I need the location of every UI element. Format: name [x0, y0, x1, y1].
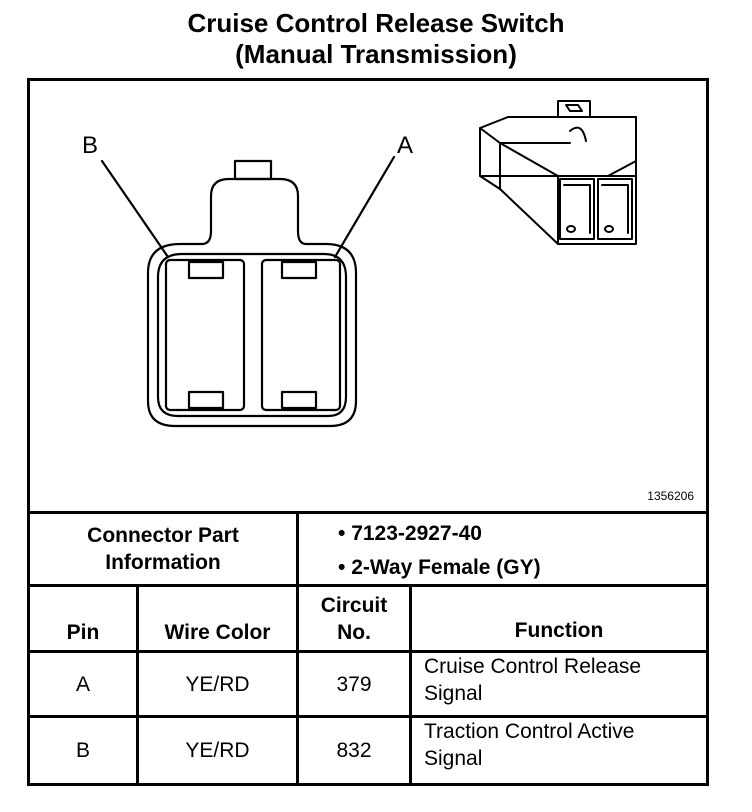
locking-tab — [233, 159, 273, 181]
row-b-pin: B — [75, 739, 90, 762]
connector-info-label-line-2: Information — [105, 551, 221, 574]
rule-col-1 — [136, 587, 139, 783]
rule-row-a — [30, 715, 706, 718]
connector-frame: B A 1356206 Connector Part Information •… — [27, 78, 709, 786]
header-pin: Pin — [66, 621, 100, 644]
terminal-slot-b-top — [187, 260, 225, 280]
row-b-function: Traction Control Active Signal — [412, 718, 706, 783]
connector-info-label: Connector Part Information — [30, 514, 296, 584]
row-b-circuit: 832 — [336, 739, 372, 762]
connector-3d-illustration — [479, 100, 637, 245]
connector-diagram: B A 1356206 — [30, 81, 706, 514]
cavity-b — [164, 258, 246, 412]
terminal-slot-a-top — [280, 260, 318, 280]
row-a-function-line-2: Signal — [424, 682, 483, 705]
figure-id: 1356206 — [647, 489, 694, 503]
connector-info-label-line-1: Connector Part — [87, 524, 239, 547]
row-a-pin: A — [75, 672, 90, 696]
connector-inner-outline — [156, 252, 348, 418]
header-wire-color: Wire Color — [164, 621, 271, 644]
row-a-function-line-1: Cruise Control Release — [424, 655, 642, 678]
bullet-part-number: • 7123-2927-40 — [338, 522, 482, 545]
title-line-1: Cruise Control Release Switch — [187, 8, 565, 38]
cavity-a — [260, 258, 342, 412]
leader-line-a — [333, 155, 396, 259]
leader-line-b — [100, 159, 170, 259]
pin-label-a: A — [397, 132, 413, 159]
connector-drawing: B A — [82, 100, 637, 428]
row-b-function-line-1: Traction Control Active — [424, 720, 635, 743]
rule-info-divider — [296, 514, 299, 587]
bullet-connector-type: • 2-Way Female (GY) — [338, 556, 541, 579]
row-a-circuit: 379 — [336, 672, 372, 696]
row-a-wire-color: YE/RD — [185, 672, 250, 696]
diagram-title: Cruise Control Release Switch (Manual Tr… — [0, 8, 752, 70]
terminal-slot-a-bottom — [280, 390, 318, 410]
rule-col-3 — [409, 587, 412, 783]
rule-top — [30, 511, 706, 514]
row-b-wire-color: YE/RD — [185, 739, 250, 762]
row-b-function-line-2: Signal — [424, 747, 483, 770]
pin-label-b: B — [82, 132, 98, 159]
connector-type: 2-Way Female (GY) — [351, 556, 541, 579]
title-line-2: (Manual Transmission) — [235, 39, 517, 69]
row-a-function: Cruise Control Release Signal — [412, 653, 706, 715]
rule-info — [30, 584, 706, 587]
rule-header — [30, 650, 706, 653]
connector-info-bullets: • 7123-2927-40 • 2-Way Female (GY) — [338, 517, 541, 585]
connector-outer-outline — [146, 177, 358, 428]
terminal-slot-b-bottom — [187, 390, 225, 410]
header-function: Function — [514, 619, 604, 642]
header-circuit-no: Circuit No. — [299, 587, 409, 650]
header-circuit-line-2: No. — [337, 620, 371, 644]
header-circuit-line-1: Circuit — [320, 593, 388, 617]
rule-col-2 — [296, 587, 299, 783]
part-number: 7123-2927-40 — [351, 522, 482, 545]
